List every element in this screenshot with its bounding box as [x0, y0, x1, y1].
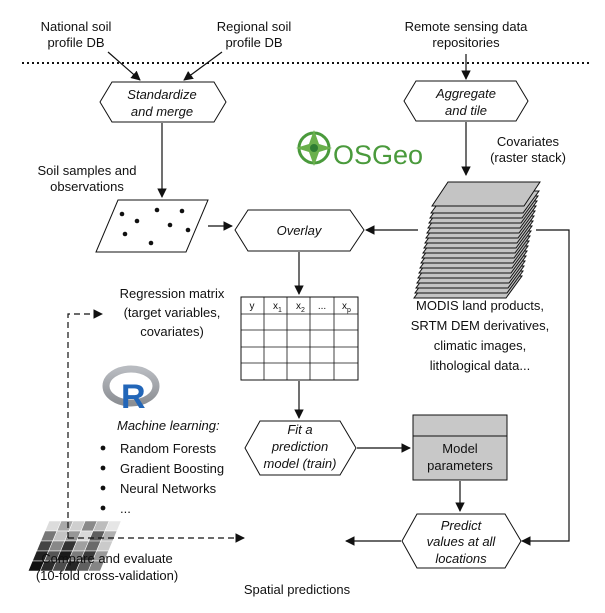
regression-matrix-table: y x1 x2 ... xp — [240, 296, 359, 381]
svg-text:R: R — [121, 378, 146, 416]
regression-matrix-label: Regression matrix (target variables, cov… — [120, 286, 225, 339]
standardize-merge-box: Standardize and merge — [99, 81, 227, 123]
svg-text:lithological data...: lithological data... — [430, 358, 530, 373]
spatial-predictions-grid — [27, 520, 122, 572]
svg-text:and tile: and tile — [445, 103, 487, 118]
svg-text:Regression matrix: Regression matrix — [120, 286, 225, 301]
svg-text:Overlay: Overlay — [277, 223, 323, 238]
spatial-predictions-label: Spatial predictions — [244, 582, 351, 597]
ml-item: Gradient Boosting — [120, 461, 224, 476]
svg-text:repositories: repositories — [432, 35, 500, 50]
svg-text:prediction: prediction — [271, 439, 328, 454]
arrow-regional-to-standardize — [183, 51, 223, 81]
svg-text:MODIS land products,: MODIS land products, — [416, 298, 544, 313]
svg-text:covariates): covariates) — [140, 324, 204, 339]
matrix-header-y: y — [250, 301, 255, 312]
covariate-sources-label: MODIS land products, SRTM DEM derivative… — [411, 298, 549, 373]
arrow-national-to-standardize — [107, 51, 141, 81]
svg-text:Predict: Predict — [441, 518, 483, 533]
soil-samples-points — [95, 199, 209, 253]
aggregate-tile-box: Aggregate and tile — [403, 80, 529, 122]
svg-text:(10-fold cross-validation): (10-fold cross-validation) — [36, 568, 178, 583]
ml-item: Random Forests — [120, 441, 217, 456]
svg-text:Regional soil: Regional soil — [217, 19, 292, 34]
svg-text:Remote sensing data: Remote sensing data — [405, 19, 529, 34]
compare-evaluate-label: Compare and evaluate (10-fold cross-vali… — [36, 551, 178, 583]
matrix-header-x2: x2 — [296, 301, 305, 314]
svg-text:locations: locations — [435, 551, 487, 566]
regional-soil-db-label: Regional soil profile DB — [217, 19, 292, 50]
svg-text:climatic images,: climatic images, — [434, 338, 526, 353]
predict-values-box: Predict values at all locations — [401, 513, 522, 569]
svg-text:Covariates: Covariates — [497, 134, 560, 149]
svg-text:model (train): model (train) — [264, 456, 337, 471]
matrix-header-xp: xp — [342, 301, 351, 314]
arrow-stack-to-predict — [521, 229, 570, 546]
covariates-label: Covariates (raster stack) — [490, 134, 566, 165]
dashed-arrow-to-regression-matrix — [67, 309, 103, 538]
r-logo: R — [102, 365, 160, 416]
svg-text:Compare and evaluate: Compare and evaluate — [41, 551, 173, 566]
svg-text:Model: Model — [442, 441, 478, 456]
covariates-raster-stack — [413, 181, 541, 299]
ml-item: Neural Networks — [120, 481, 217, 496]
svg-text:(target variables,: (target variables, — [124, 305, 221, 320]
ml-title: Machine learning: — [117, 418, 220, 433]
national-soil-db-label: National soil profile DB — [41, 19, 112, 50]
soil-samples-label: Soil samples and observations — [38, 163, 137, 194]
remote-sensing-label: Remote sensing data repositories — [405, 19, 529, 50]
svg-text:OSGeo: OSGeo — [333, 140, 423, 170]
svg-text:values at all: values at all — [427, 534, 497, 549]
svg-text:and merge: and merge — [131, 104, 193, 119]
svg-text:Standardize: Standardize — [127, 87, 196, 102]
ml-item: ... — [120, 501, 131, 516]
svg-text:National soil: National soil — [41, 19, 112, 34]
osgeo-logo: OSGeo — [296, 130, 423, 170]
svg-text:(raster stack): (raster stack) — [490, 150, 566, 165]
overlay-box: Overlay — [234, 209, 365, 252]
matrix-header-x1: x1 — [273, 301, 282, 314]
svg-text:parameters: parameters — [427, 458, 493, 473]
model-parameters-box: Model parameters — [412, 414, 508, 481]
fit-model-box: Fit a prediction model (train) — [244, 420, 357, 476]
svg-text:profile DB: profile DB — [47, 35, 104, 50]
svg-text:observations: observations — [50, 179, 124, 194]
svg-text:profile DB: profile DB — [225, 35, 282, 50]
svg-text:SRTM DEM derivatives,: SRTM DEM derivatives, — [411, 318, 549, 333]
svg-text:Soil samples and: Soil samples and — [38, 163, 137, 178]
svg-text:Fit a: Fit a — [287, 422, 312, 437]
machine-learning-list: Machine learning: Random Forests Gradien… — [100, 418, 224, 516]
matrix-header-dots: ... — [318, 301, 326, 312]
svg-text:Aggregate: Aggregate — [435, 86, 496, 101]
